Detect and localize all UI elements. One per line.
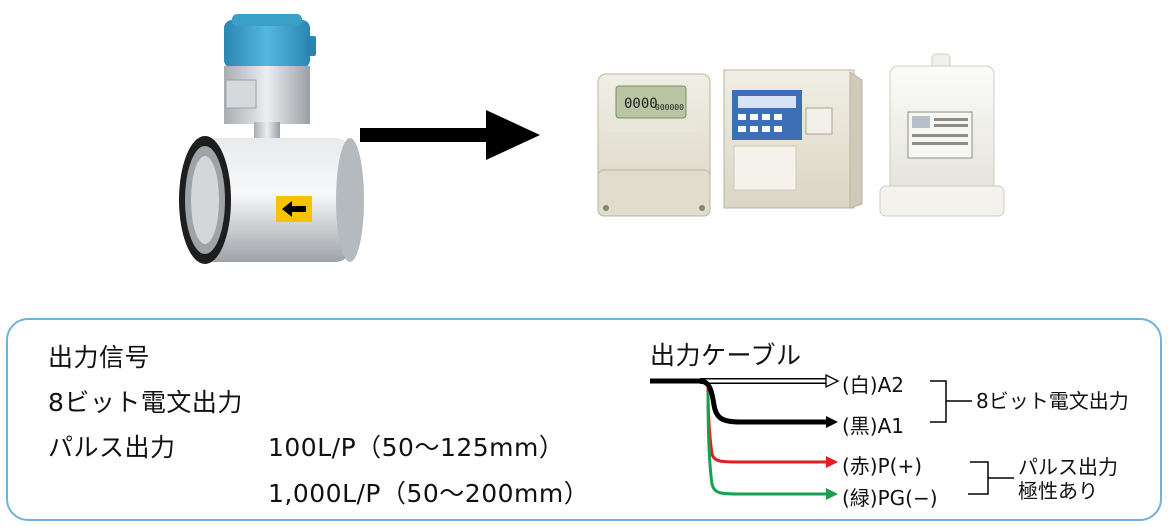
group-pulse-label-2: 極性あり [1018, 479, 1098, 503]
wire-label-white: (白)A2 [842, 373, 905, 397]
bracket-8bit [930, 380, 972, 423]
wire-label-black: (黒)A1 [842, 414, 905, 438]
bracket-pulse [968, 461, 1014, 495]
arrow-right-icon [360, 110, 540, 160]
pulse-value-1: 100L/P（50～125mm） [268, 433, 565, 462]
output-spec-panel [6, 318, 1162, 521]
output-signal-heading: 出力信号 [48, 343, 151, 372]
wire-label-green: (緑)PG(−) [842, 486, 938, 510]
wire-black [650, 378, 826, 425]
flow-meter-image [179, 14, 364, 264]
device-display-counter: 000000 [655, 103, 684, 112]
wire-green [706, 391, 826, 496]
wire-white-arrow [825, 373, 840, 389]
group-8bit-label: 8ビット電文出力 [976, 389, 1129, 413]
group-pulse-label-1: パルス出力 [1018, 455, 1118, 479]
device-display-reading: 0000 [624, 96, 658, 112]
wire-label-red: (赤)P(+) [842, 454, 923, 478]
cabinet-device-image [723, 69, 863, 209]
cable-diagram [650, 373, 1014, 500]
8bit-output-label: 8ビット電文出力 [48, 388, 243, 417]
counter-device-image: 0000 000000 [597, 73, 711, 217]
output-cable-title: 出力ケーブル [650, 341, 802, 370]
pulse-value-2: 1,000L/P（50～200mm） [268, 479, 590, 508]
terminal-box-image [879, 53, 1005, 217]
pulse-output-label: パルス出力 [48, 433, 176, 462]
